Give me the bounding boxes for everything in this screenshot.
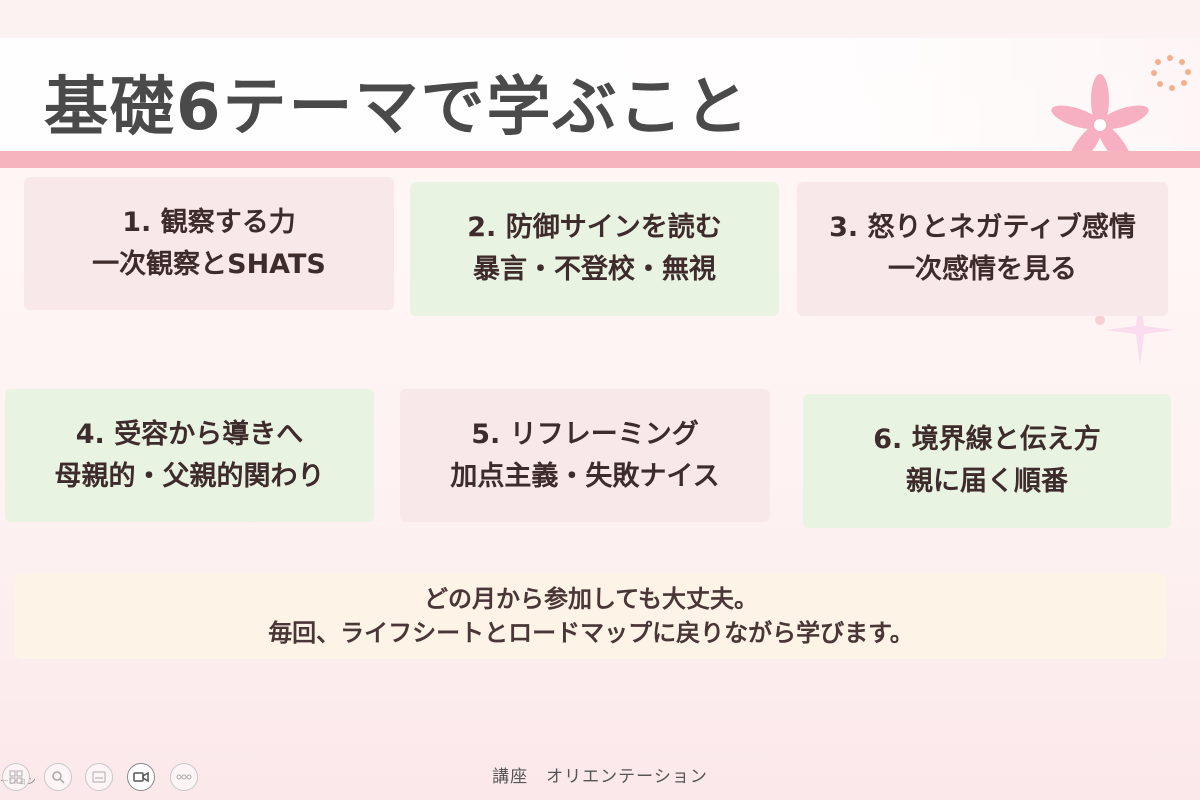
topic-card-subtitle: 親に届く順番 (906, 466, 1068, 497)
topic-card-subtitle: 一次感情を見る (888, 254, 1077, 285)
topic-card-subtitle: 一次観察とSHATS (92, 248, 326, 280)
reassurance-note: どの月から参加しても大丈夫。 毎回、ライフシートとロードマップに戻りながら学びま… (15, 573, 1167, 659)
topic-card-2: 2. 防御サインを読む 暴言・不登校・無視 (410, 182, 779, 316)
topic-card-title: 6. 境界線と伝え方 (873, 424, 1101, 455)
camera-icon[interactable] (127, 763, 155, 791)
topic-card-subtitle: 母親的・父親的関わり (54, 460, 325, 492)
topic-card-3: 3. 怒りとネガティブ感情 一次感情を見る (797, 182, 1168, 316)
note-line-2: 毎回、ライフシートとロードマップに戻りながら学びます。 (268, 619, 914, 647)
topic-card-subtitle: 暴言・不登校・無視 (473, 254, 716, 285)
topic-card-1: 1. 観察する力 一次観察とSHATS (24, 177, 394, 310)
topic-card-title: 5. リフレーミング (471, 418, 699, 450)
topic-card-title: 4. 受容から導きへ (75, 418, 304, 450)
topic-card-title: 1. 観察する力 (122, 206, 296, 238)
subtitle-icon[interactable] (85, 763, 113, 791)
slide-footer: 講座 オリエンテーション (492, 767, 708, 787)
more-icon[interactable] (170, 763, 198, 791)
zoom-icon[interactable] (44, 763, 72, 791)
page-title: 基礎6テーマで学ぶこと (44, 71, 751, 145)
grid-icon[interactable] (2, 763, 30, 791)
topic-card-5: 5. リフレーミング 加点主義・失敗ナイス (400, 389, 770, 522)
title-underline (0, 151, 1200, 168)
topic-card-title: 3. 怒りとネガティブ感情 (829, 212, 1136, 243)
title-band (0, 38, 1200, 151)
topic-card-title: 2. 防御サインを読む (467, 212, 722, 243)
note-line-1: どの月から参加しても大丈夫。 (423, 585, 759, 613)
topic-card-6: 6. 境界線と伝え方 親に届く順番 (803, 394, 1171, 528)
topic-card-4: 4. 受容から導きへ 母親的・父親的関わり (5, 389, 374, 522)
topic-card-subtitle: 加点主義・失敗ナイス (450, 460, 720, 492)
